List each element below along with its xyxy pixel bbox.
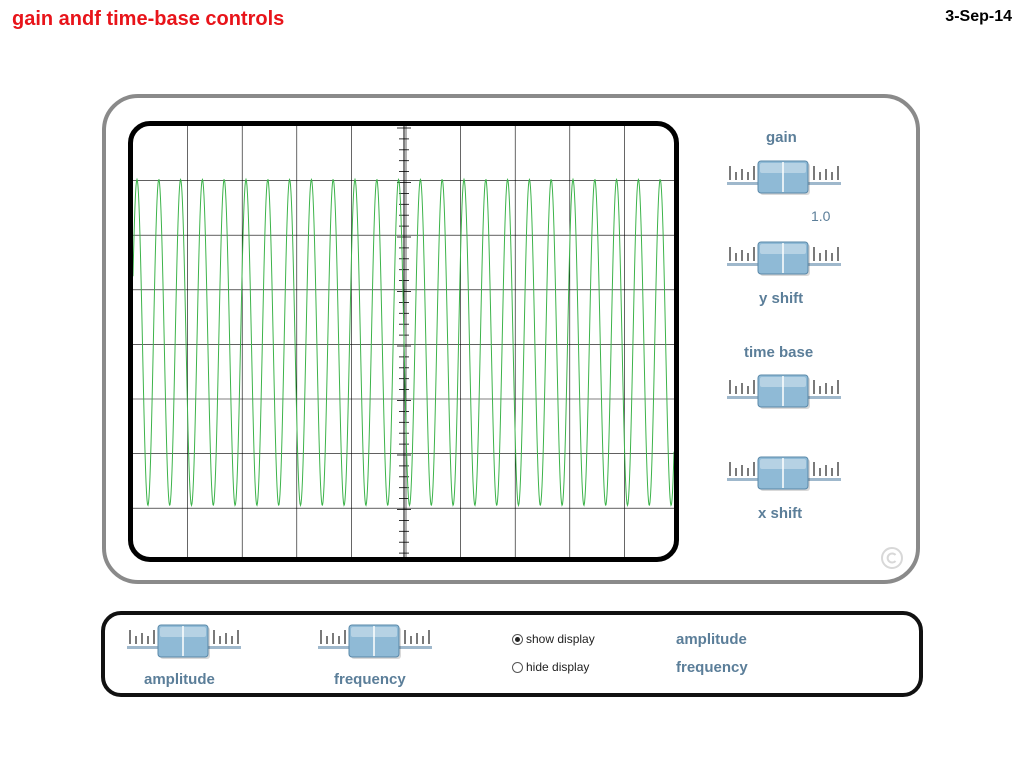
radio-icon bbox=[512, 661, 523, 673]
signal-generator-panel bbox=[101, 611, 923, 697]
slider-knob-icon bbox=[727, 456, 841, 491]
y-shift-slider[interactable] bbox=[727, 241, 841, 277]
y-shift-label: y shift bbox=[759, 290, 804, 307]
slider-knob-icon bbox=[727, 160, 841, 195]
hide-display-label: hide display bbox=[526, 660, 590, 674]
amplitude-slider-label: amplitude bbox=[144, 671, 215, 688]
frequency-slider-label: frequency bbox=[334, 671, 406, 688]
gain-slider[interactable] bbox=[727, 160, 841, 196]
show-display-radio[interactable]: show display bbox=[512, 632, 595, 646]
gain-label: gain bbox=[766, 129, 797, 146]
hide-display-radio[interactable]: hide display bbox=[512, 660, 589, 674]
slider-knob-icon bbox=[127, 624, 241, 659]
slider-knob-icon bbox=[727, 241, 841, 276]
time-base-label: time base bbox=[744, 344, 814, 361]
slider-knob-icon bbox=[318, 624, 432, 659]
legend-amplitude: amplitude bbox=[676, 631, 747, 648]
time-base-slider[interactable] bbox=[727, 374, 841, 410]
oscilloscope-screen bbox=[128, 121, 679, 562]
oscilloscope-display bbox=[133, 126, 674, 557]
copyright-icon bbox=[881, 547, 903, 569]
slider-knob-icon bbox=[727, 374, 841, 409]
frequency-slider[interactable] bbox=[318, 624, 432, 660]
slide-title: gain andf time-base controls bbox=[12, 8, 285, 30]
radio-icon bbox=[512, 633, 523, 645]
x-shift-slider[interactable] bbox=[727, 456, 841, 492]
legend-frequency: frequency bbox=[676, 659, 748, 676]
slide-date: 3-Sep-14 bbox=[945, 8, 1012, 25]
x-shift-label: x shift bbox=[758, 505, 803, 522]
gain-value: 1.0 bbox=[811, 208, 831, 224]
signal-trace bbox=[133, 177, 674, 508]
amplitude-slider[interactable] bbox=[127, 624, 241, 660]
show-display-label: show display bbox=[526, 632, 595, 646]
